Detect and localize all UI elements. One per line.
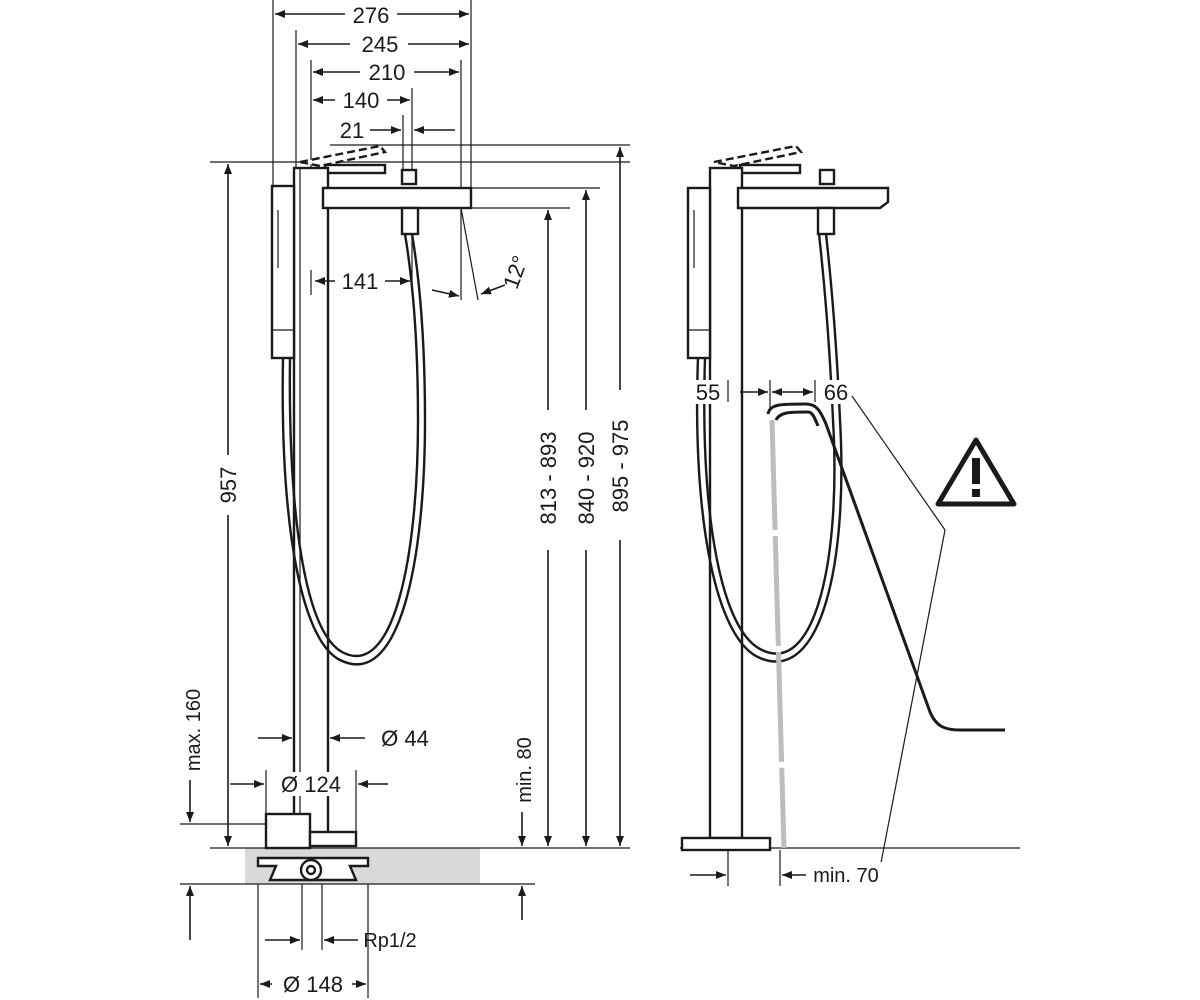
lever-handle [299, 144, 388, 168]
dim-min-70: min. 70 [813, 865, 879, 887]
hand-shower [270, 184, 296, 360]
dim-rp12: Rp1/2 [363, 930, 416, 952]
dim-957: 957 [216, 467, 241, 504]
dim-140: 140 [343, 88, 380, 113]
dim-max-160: max. 160 [183, 689, 205, 771]
dim-210: 210 [369, 60, 406, 85]
dim-dia-44: Ø 44 [381, 726, 429, 751]
dim-66: 66 [824, 380, 848, 405]
dim-min-80: min. 80 [514, 737, 536, 803]
column-body [292, 166, 330, 840]
dim-12deg: 12° [498, 252, 533, 292]
dim-dia-124: Ø 124 [281, 772, 341, 797]
spout [321, 186, 473, 210]
dim-895-975: 895 - 975 [608, 420, 633, 513]
dim-dia-148: Ø 148 [283, 972, 343, 997]
shower-hose [281, 233, 427, 666]
dim-840-920: 840 - 920 [574, 432, 599, 525]
front-view: 276 245 210 140 21 [180, 0, 633, 998]
tub-wall-line [769, 419, 787, 849]
warning-triangle-icon [935, 437, 1017, 507]
side-view: 55 66 min. 70 [680, 144, 1020, 887]
tub-profile [766, 402, 1005, 732]
base-plate [264, 812, 312, 850]
dim-276: 276 [353, 3, 390, 28]
dim-813-893: 813 - 893 [536, 432, 561, 525]
dim-245: 245 [362, 32, 399, 57]
side-column [708, 166, 744, 840]
dim-141: 141 [342, 269, 379, 294]
dim-21: 21 [340, 118, 364, 143]
dim-55: 55 [696, 380, 720, 405]
